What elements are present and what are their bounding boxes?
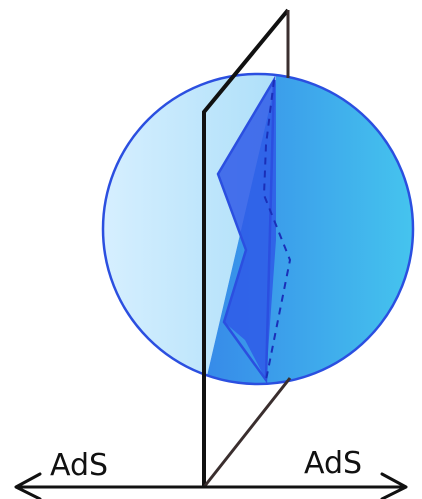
dashed-hidden-curve xyxy=(262,79,292,381)
left-arrowhead xyxy=(14,472,42,499)
plane-lower-edge xyxy=(202,377,292,488)
sphere-outline xyxy=(101,72,415,386)
zigzag-surface xyxy=(218,80,276,380)
zigzag-surface-outline xyxy=(216,75,276,384)
right-ads-label: AdS xyxy=(304,446,362,481)
left-ads-label: AdS xyxy=(50,448,108,483)
right-arrowhead xyxy=(380,472,408,499)
plane-front-outline xyxy=(202,8,290,487)
